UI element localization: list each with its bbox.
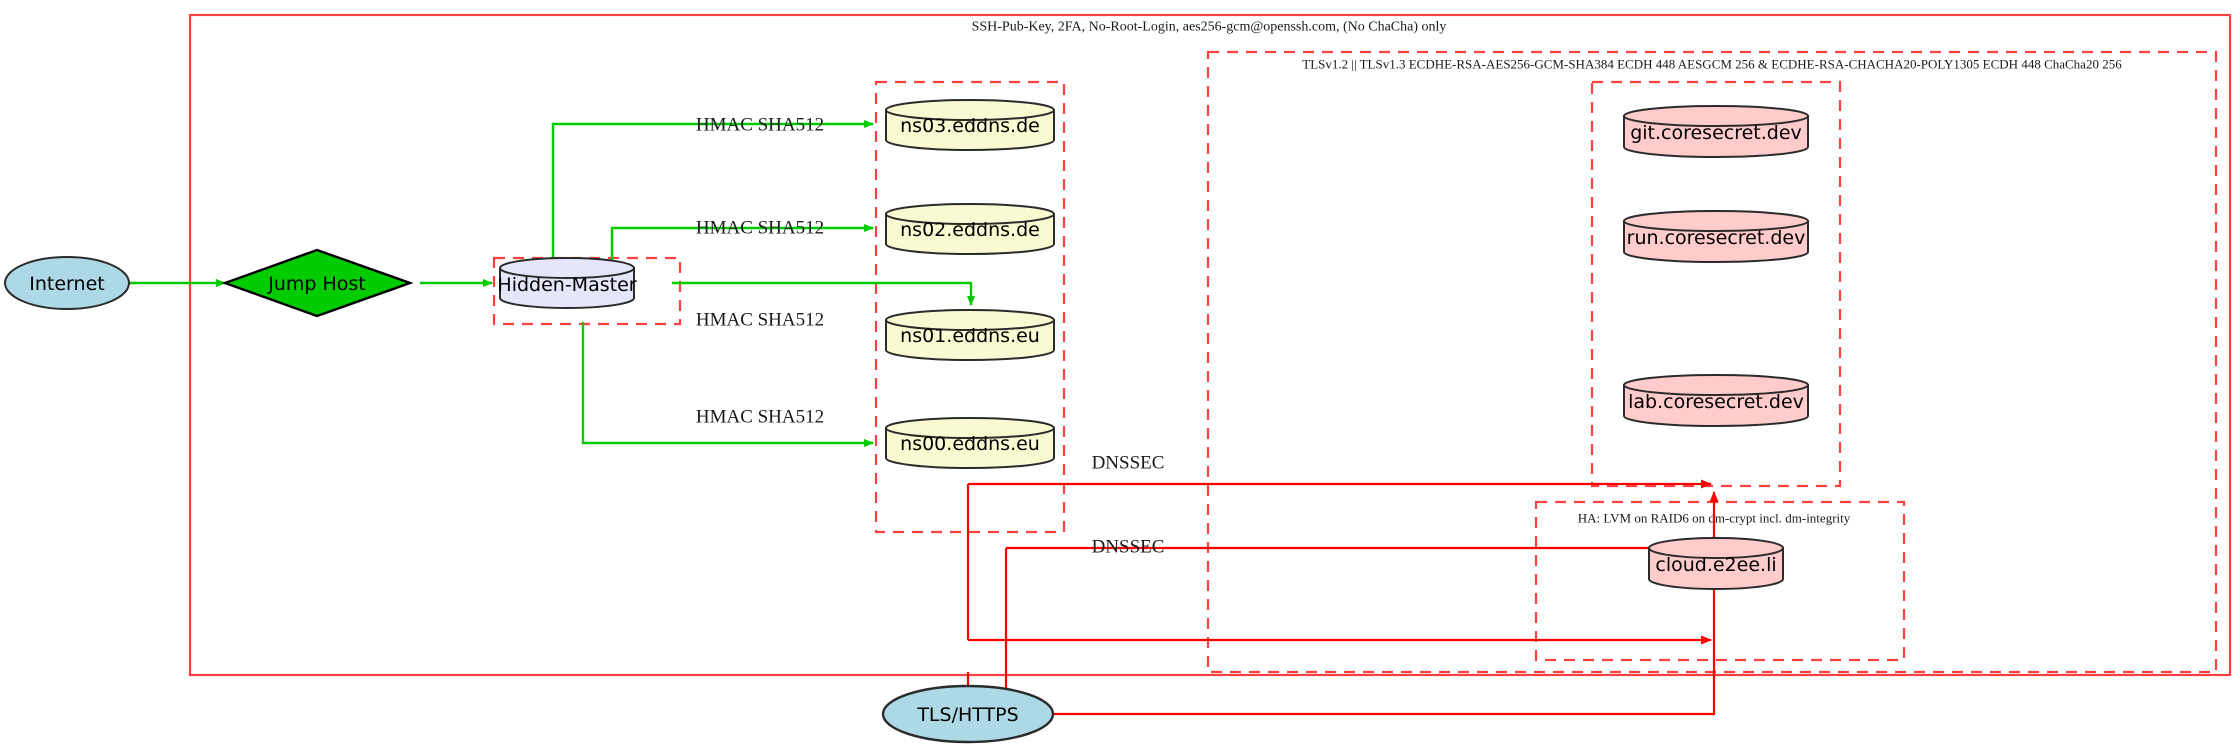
node-tls-https-label: TLS/HTTPS (916, 704, 1018, 726)
node-lab-coresecret-label: lab.coresecret.dev (1628, 391, 1804, 413)
edge-master-ns00 (581, 322, 874, 447)
node-cloud-e2ee-label: cloud.e2ee.li (1655, 554, 1776, 576)
node-ns02-label: ns02.eddns.de (900, 219, 1040, 241)
node-ns02[interactable]: ns02.eddns.de (885, 203, 1055, 255)
edge-master-ns02 (610, 224, 874, 262)
cluster-hidden-master (492, 256, 682, 326)
node-ns00[interactable]: ns00.eddns.eu (885, 417, 1055, 469)
edge-label-hmac-ns01: HMAC SHA512 (696, 310, 824, 331)
edge-master-ns01 (672, 281, 975, 306)
edge-tlshttps-right (1053, 660, 1716, 716)
node-run-coresecret-label: run.coresecret.dev (1627, 227, 1806, 249)
node-hidden-master-label: Hidden-Master (497, 274, 636, 296)
node-jump-host[interactable]: Jump Host (221, 248, 414, 318)
node-cloud-e2ee[interactable]: cloud.e2ee.li (1648, 537, 1784, 590)
node-run-coresecret[interactable]: run.coresecret.dev (1623, 210, 1809, 263)
node-ns03[interactable]: ns03.eddns.de (885, 99, 1055, 151)
edge-label-hmac-ns03: HMAC SHA512 (696, 115, 824, 136)
edge-label-hmac-ns00: HMAC SHA512 (696, 407, 824, 428)
node-ns00-label: ns00.eddns.eu (900, 433, 1040, 455)
node-tls-https[interactable]: TLS/HTTPS (881, 684, 1055, 744)
node-jump-host-label: Jump Host (267, 273, 366, 295)
node-internet-label: Internet (29, 273, 104, 295)
node-hidden-master[interactable]: Hidden-Master (497, 257, 637, 309)
node-git-coresecret[interactable]: git.coresecret.dev (1623, 105, 1809, 158)
node-internet[interactable]: Internet (4, 256, 130, 310)
edge-label-dnssec-upper: DNSSEC (1092, 453, 1165, 474)
cluster-ha (1534, 500, 1906, 662)
cluster-dns (874, 80, 1066, 534)
cluster-tls-label: TLSv1.2 || TLSv1.3 ECDHE-RSA-AES256-GCM-… (1302, 57, 2122, 72)
edge-label-dnssec-lower: DNSSEC (1092, 537, 1165, 558)
node-ns01[interactable]: ns01.eddns.eu (885, 309, 1055, 361)
cluster-tls (1206, 50, 2218, 674)
node-ns03-label: ns03.eddns.de (900, 115, 1040, 137)
edge-label-hmac-ns02: HMAC SHA512 (696, 218, 824, 239)
node-git-coresecret-label: git.coresecret.dev (1630, 122, 1802, 144)
cluster-outer-ssh-label: SSH-Pub-Key, 2FA, No-Root-Login, aes256-… (972, 20, 1447, 35)
node-lab-coresecret[interactable]: lab.coresecret.dev (1623, 374, 1809, 427)
cluster-coresecret (1590, 80, 1842, 488)
node-ns01-label: ns01.eddns.eu (900, 325, 1040, 347)
cluster-outer-ssh (188, 13, 2232, 677)
edge-master-ns03 (551, 120, 874, 262)
